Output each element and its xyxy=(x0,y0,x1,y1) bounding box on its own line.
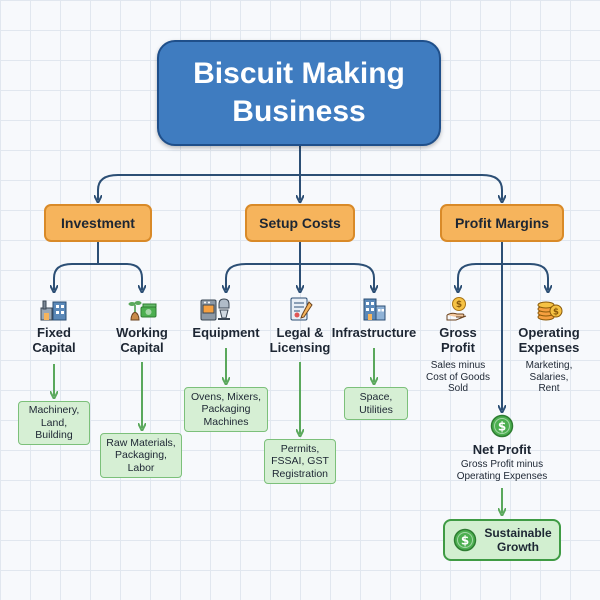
main-title: Biscuit Making Business xyxy=(157,40,441,146)
category-setup-costs: Setup Costs xyxy=(245,204,355,242)
factory-icon xyxy=(39,296,69,322)
desc-gross-profit: Sales minus Cost of Goods Sold xyxy=(426,360,490,394)
svg-text:$: $ xyxy=(456,300,462,310)
coins-hand-icon: $ xyxy=(444,296,474,322)
svg-text:$: $ xyxy=(498,420,506,434)
svg-text:$: $ xyxy=(553,308,559,318)
outcome-sustainable-growth: $ Sustainable Growth xyxy=(443,519,561,561)
detail-fixed-capital: Machinery, Land, Building xyxy=(18,401,90,445)
label-legal-licensing: Legal & Licensing xyxy=(269,325,331,355)
outcome-label: Sustainable Growth xyxy=(484,526,552,554)
money-plant-icon xyxy=(127,296,157,322)
desc-operating-expenses: Marketing, Salaries, Rent xyxy=(525,360,573,394)
document-pen-icon xyxy=(285,296,315,322)
label-working-capital: Working Capital xyxy=(116,325,168,355)
dollar-coin-icon: $ xyxy=(453,528,477,552)
dollar-coin-icon: $ xyxy=(490,414,514,438)
building-icon xyxy=(359,296,389,322)
detail-legal-licensing: Permits, FSSAI, GST Registration xyxy=(264,439,336,484)
detail-infrastructure: Space, Utilities xyxy=(344,387,408,420)
label-infrastructure: Infrastructure xyxy=(331,325,417,340)
detail-working-capital: Raw Materials, Packaging, Labor xyxy=(100,433,182,478)
oven-mixer-icon xyxy=(200,296,230,322)
coin-stack-icon: $ xyxy=(534,296,564,322)
svg-text:$: $ xyxy=(461,534,469,548)
detail-equipment: Ovens, Mixers, Packaging Machines xyxy=(184,387,268,432)
category-profit-margins: Profit Margins xyxy=(440,204,564,242)
label-equipment: Equipment xyxy=(192,325,260,340)
label-gross-profit: Gross Profit xyxy=(439,325,477,355)
desc-net-profit: Gross Profit minus Operating Expenses xyxy=(456,459,548,482)
category-investment: Investment xyxy=(44,204,152,242)
label-fixed-capital: Fixed Capital xyxy=(32,325,76,355)
label-net-profit: Net Profit xyxy=(472,442,532,457)
label-operating-expenses: Operating Expenses xyxy=(518,325,580,355)
